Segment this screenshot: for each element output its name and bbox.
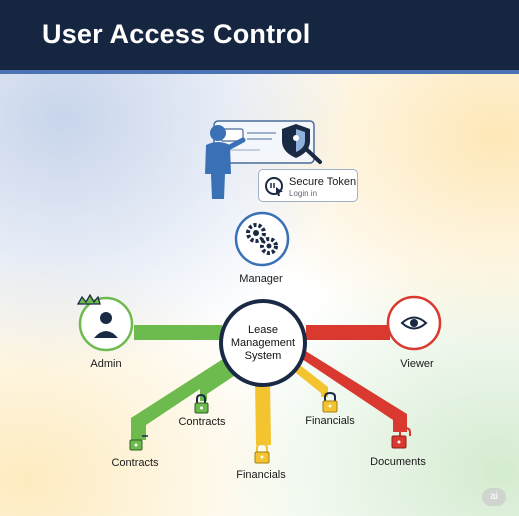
lock-icon-documents xyxy=(391,426,411,449)
ai-badge: ai xyxy=(482,488,506,506)
secure-token-card[interactable]: Secure Token Login in xyxy=(258,169,358,202)
viewer-node xyxy=(386,295,442,351)
gears-icon xyxy=(246,223,278,255)
header-bar: User Access Control xyxy=(0,0,519,74)
contracts-mid-label: Contracts xyxy=(178,416,226,428)
admin-crown-icon xyxy=(76,293,101,305)
admin-node xyxy=(76,293,134,352)
financials-bottom-label: Financials xyxy=(236,469,286,481)
viewer-label: Viewer xyxy=(400,358,434,370)
documents-label: Documents xyxy=(370,456,426,468)
manager-node xyxy=(234,211,290,267)
contracts-left-label: Contracts xyxy=(111,457,159,469)
token-subtitle: Login in xyxy=(289,189,318,198)
shield-icon xyxy=(282,124,322,164)
hub-line-2: Management xyxy=(230,336,296,349)
lock-icon-financials-right xyxy=(322,391,338,413)
lease-management-hub[interactable]: Lease Management System xyxy=(219,299,307,387)
hub-line-3: System xyxy=(244,349,282,362)
connectors xyxy=(131,325,407,445)
lock-icon-contracts-left xyxy=(129,430,148,451)
lock-icon-contracts-mid xyxy=(194,393,209,414)
token-title: Secure Token xyxy=(289,176,357,188)
token-icon xyxy=(265,177,283,196)
hub-line-1: Lease xyxy=(248,323,278,336)
admin-label: Admin xyxy=(90,358,122,370)
manager-label: Manager xyxy=(239,273,283,285)
lock-icon-financials-bottom xyxy=(254,442,270,464)
page-title: User Access Control xyxy=(42,19,311,49)
financials-right-label: Financials xyxy=(305,415,355,427)
eye-icon xyxy=(400,316,428,330)
